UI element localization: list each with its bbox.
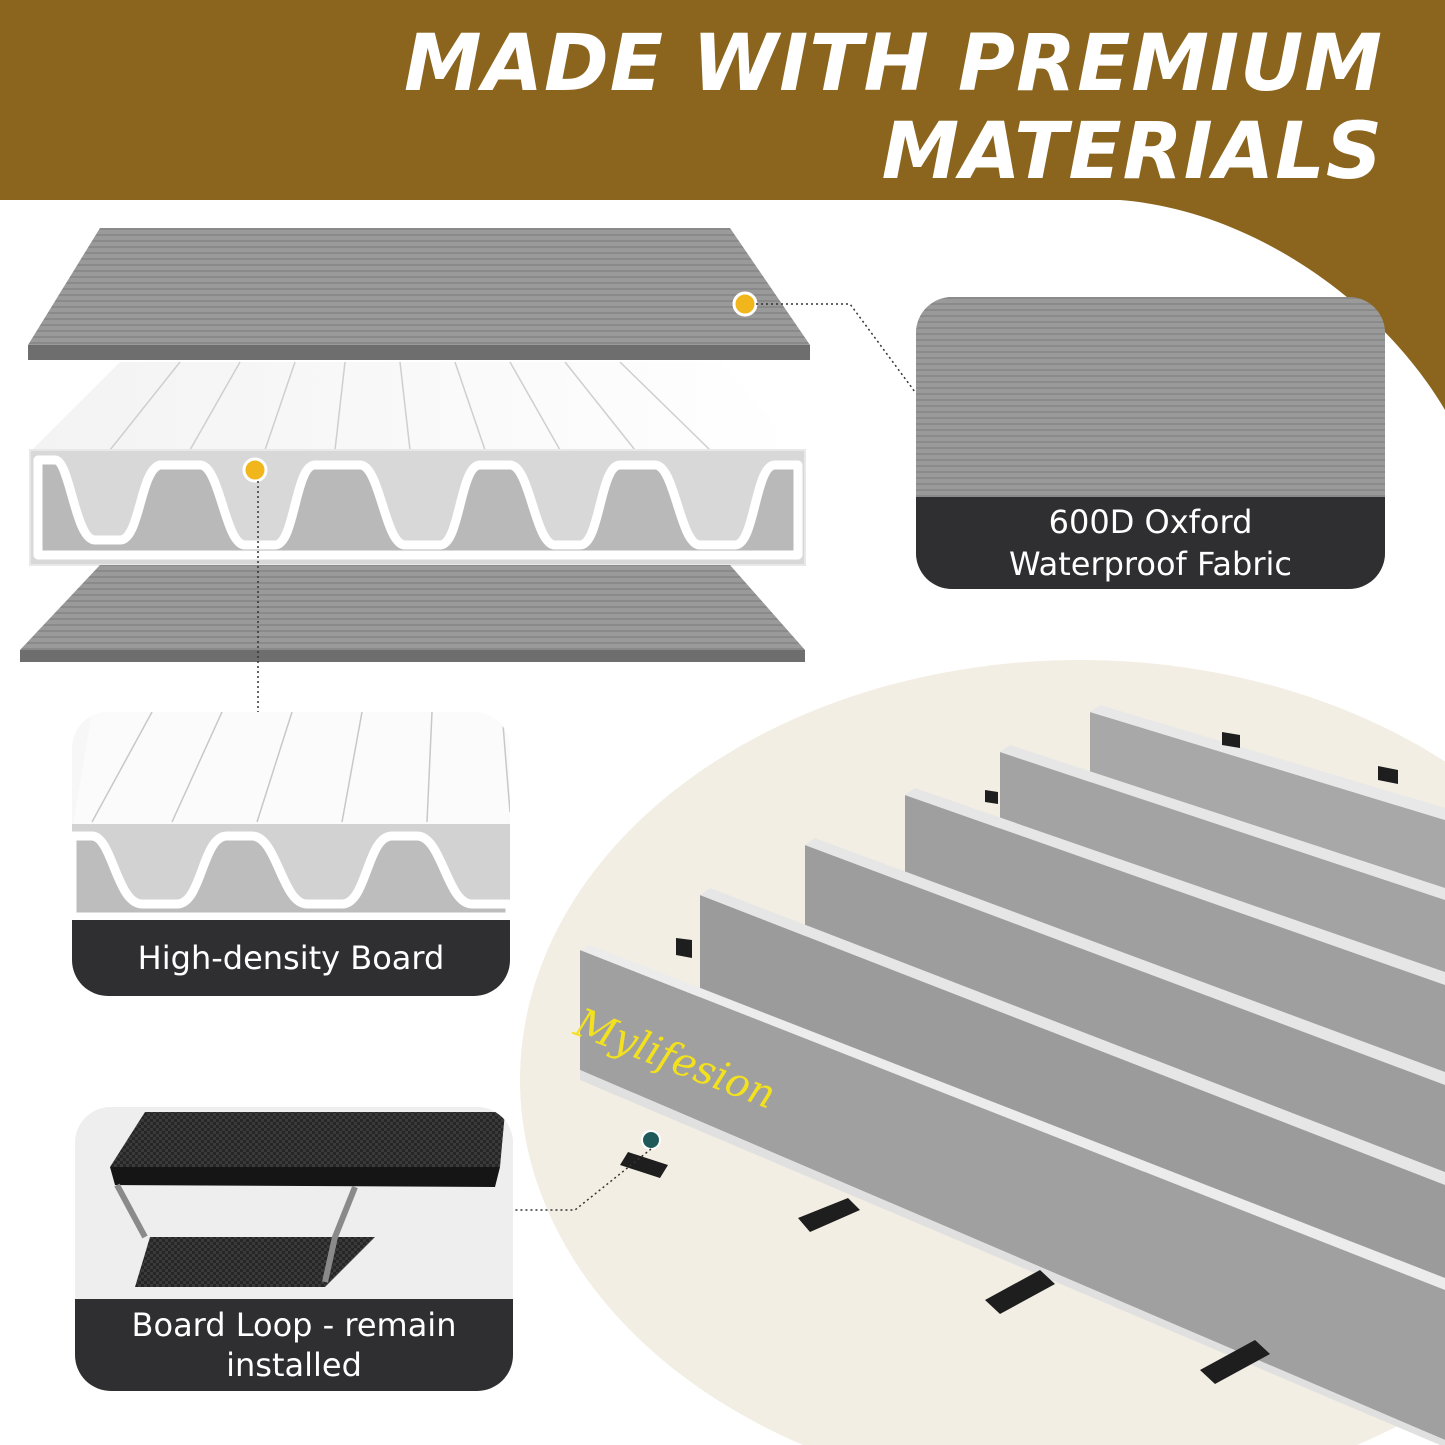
board-marker xyxy=(242,457,268,483)
fabric-caption: 600D Oxford Waterproof Fabric xyxy=(916,497,1385,589)
fabric-caption-line-1: 600D Oxford xyxy=(1048,503,1253,541)
folded-board-product xyxy=(580,705,1445,1445)
board-closeup xyxy=(72,712,510,996)
title-line-1: MADE WITH PREMIUM xyxy=(404,19,1383,109)
loop-caption: Board Loop - remain installed xyxy=(75,1299,513,1391)
loop-caption-line-2: installed xyxy=(226,1346,362,1384)
title-line-2: MATERIALS xyxy=(881,107,1383,197)
board-cross-section xyxy=(29,449,806,566)
loop-caption-line-1: Board Loop - remain xyxy=(131,1306,457,1344)
fabric-marker xyxy=(732,291,758,317)
fabric-leader-line xyxy=(756,303,916,393)
top-fabric-layer xyxy=(28,228,810,360)
fabric-callout-card: 600D Oxford Waterproof Fabric xyxy=(916,297,1385,589)
board-callout-card: High-density Board xyxy=(72,712,510,996)
board-top-surface xyxy=(32,361,800,451)
bottom-fabric-layer xyxy=(20,565,805,662)
page-title: MADE WITH PREMIUM MATERIALS xyxy=(283,20,1383,196)
board-caption-label: High-density Board xyxy=(137,939,445,977)
loop-callout-card: Board Loop - remain installed xyxy=(75,1107,513,1391)
loop-marker xyxy=(641,1130,661,1150)
board-caption: High-density Board xyxy=(72,920,510,996)
fabric-caption-line-2: Waterproof Fabric xyxy=(1009,545,1292,583)
